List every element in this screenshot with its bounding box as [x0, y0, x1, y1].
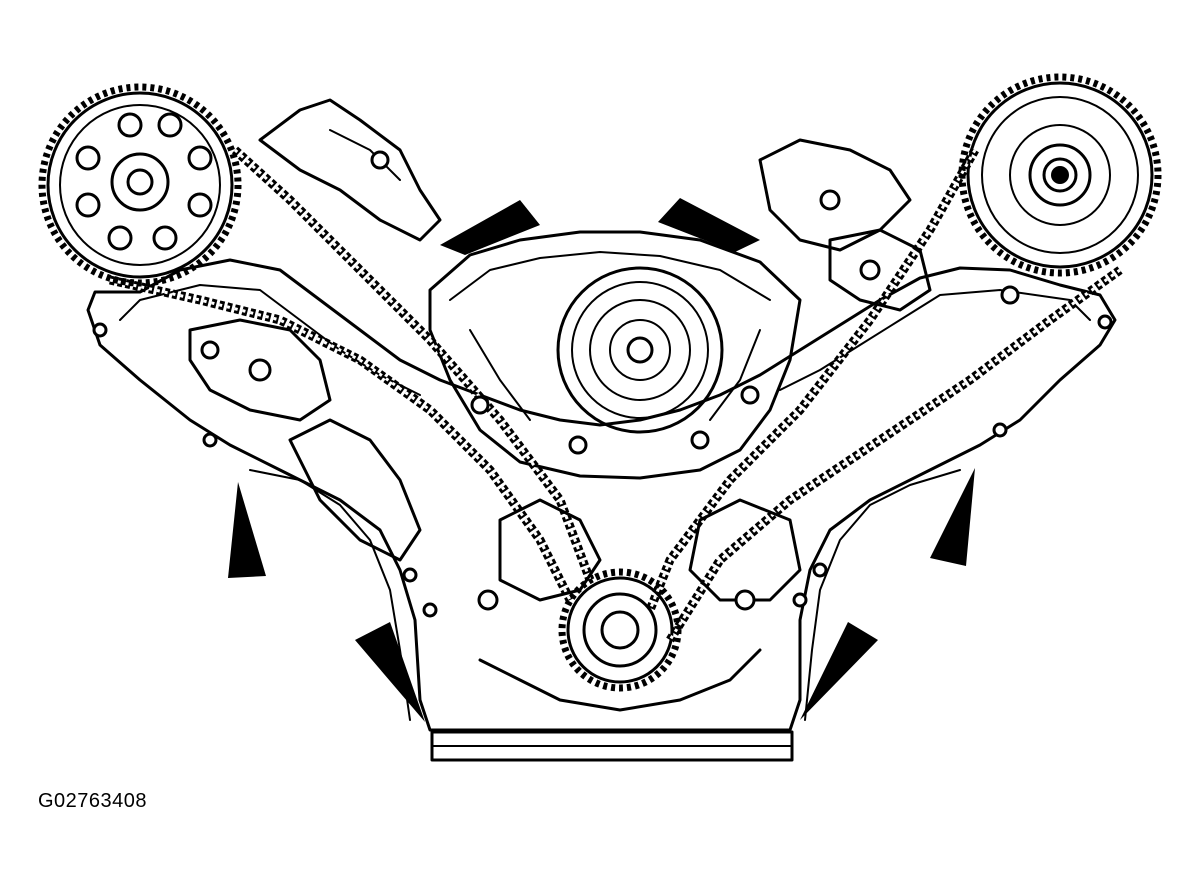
arrow-upper-left: [440, 200, 540, 255]
arrow-bottom-left: [355, 622, 425, 722]
figure-id: G02763408: [38, 790, 148, 812]
lower-housing-details: [92, 314, 1113, 712]
arrow-upper-right: [658, 198, 760, 252]
left-tensioner: [188, 98, 442, 422]
water-pump-housing: [428, 230, 802, 480]
right-cam-sprocket: [958, 73, 1162, 277]
arrow-bottom-right: [800, 622, 878, 720]
right-tensioner: [758, 138, 1020, 312]
right-timing-chain: [645, 147, 1123, 643]
arrows: [228, 198, 975, 722]
left-timing-chain: [109, 146, 595, 603]
left-cam-sprocket: [38, 83, 242, 287]
arrow-right: [930, 468, 975, 566]
timing-cover-outline: [86, 258, 1117, 732]
oil-pan-rail: [430, 730, 794, 762]
arrow-left: [228, 482, 266, 578]
water-pump-pulley: [556, 266, 724, 434]
